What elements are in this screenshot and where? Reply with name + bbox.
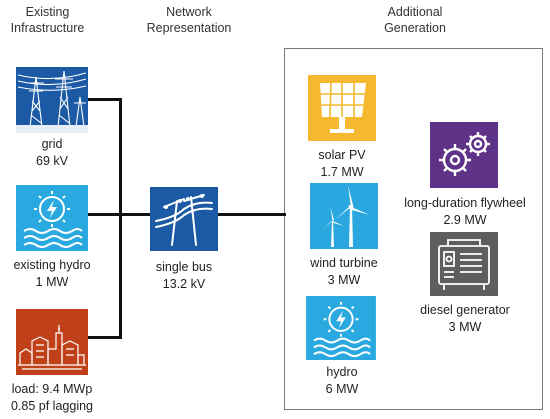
hydro-wave-icon [306,296,376,360]
flywheel-tile [430,122,498,188]
gears-icon [430,122,498,188]
wind-turbine-icon [310,183,378,249]
load-rating: 0.85 pf lagging [10,399,93,413]
load-tile [16,309,88,375]
transmission-tower-icon [16,67,88,133]
power-pole-icon [150,187,218,251]
wire-bus-to-generation [218,213,286,216]
existing-hydro-name: existing hydro [13,258,91,272]
solar-pv-name: solar PV [318,148,366,162]
wire-load [88,336,122,339]
wire-grid [88,98,122,101]
load-name: load: 9.4 MWp [11,382,93,396]
solar-panel-icon [308,75,376,141]
diesel-generator-rating: 3 MW [448,320,482,334]
existing-hydro-rating: 1 MW [35,275,69,289]
single-bus-tile [150,187,218,251]
hydro-name: hydro [326,365,358,379]
wind-turbine-tile [310,183,378,249]
flywheel-name: long-duration flywheel [404,196,526,210]
generator-icon [430,232,498,296]
flywheel-rating: 2.9 MW [443,213,487,227]
diesel-generator-tile [430,232,498,296]
hydro-rating: 6 MW [325,382,359,396]
hydro-tile [306,296,376,360]
solar-pv-tile [308,75,376,141]
header-additional-generation: Additional Generation [384,5,446,35]
wind-turbine-rating: 3 MW [327,273,361,287]
solar-pv-rating: 1.7 MW [320,165,364,179]
single-bus-rating: 13.2 kV [162,277,206,291]
wind-turbine-name: wind turbine [310,256,378,270]
header-existing-infrastructure: Existing Infrastructure [10,5,85,35]
diesel-generator-name: diesel generator [420,303,510,317]
grid-rating: 69 kV [36,154,68,168]
city-icon [16,309,88,375]
single-bus-name: single bus [155,260,213,274]
wire-vertical-trunk [119,98,122,339]
grid-tile [16,67,88,133]
existing-hydro-tile [16,185,88,251]
grid-name: grid [41,137,63,151]
hydro-wave-icon [16,185,88,251]
header-network-representation: Network Representation [146,5,232,35]
